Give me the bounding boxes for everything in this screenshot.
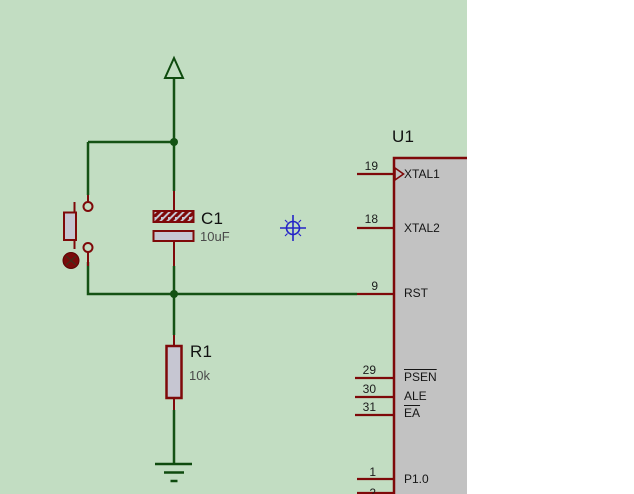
capacitor-ref-label[interactable]: C1 (201, 209, 224, 228)
pin-number-19: 19 (364, 159, 378, 173)
chip-body[interactable] (392, 156, 467, 494)
pin-number-18: 18 (364, 212, 378, 226)
outside-canvas (467, 0, 634, 494)
push-button[interactable] (62, 195, 94, 269)
power-symbol[interactable] (163, 55, 185, 79)
pin-label-psen: PSEN (404, 370, 437, 384)
resistor-ref-label[interactable]: R1 (190, 342, 213, 361)
pin-number-31: 31 (362, 400, 376, 414)
ground-symbol[interactable] (155, 462, 192, 483)
pin-number-1: 1 (369, 465, 376, 479)
junction-dot (170, 290, 178, 298)
crosshair-cursor-icon (280, 215, 306, 241)
junction-dot (170, 138, 178, 146)
input-arrow-icon (394, 166, 405, 182)
resistor-value-label[interactable]: 10k (189, 368, 210, 383)
pin-label-ale: ALE (404, 389, 427, 403)
wire[interactable] (86, 78, 357, 464)
schematic-drawing (62, 55, 467, 494)
pin-label-rst: RST (404, 286, 428, 300)
chip-ref-label[interactable]: U1 (392, 127, 415, 146)
pin-label-p1-0: P1.0 (404, 472, 429, 486)
pin-label-xtal2: XTAL2 (404, 221, 440, 235)
schematic-canvas[interactable]: U1 C1 10uF R1 10k 19 18 9 29 30 31 1 2 X… (0, 0, 467, 494)
pin-number-2: 2 (369, 486, 376, 494)
capacitor-value-label[interactable]: 10uF (200, 229, 230, 244)
pin-label-ea: EA (404, 406, 421, 420)
pin-label-xtal1: XTAL1 (404, 167, 440, 181)
pin-line[interactable] (355, 172, 394, 494)
pin-number-29: 29 (362, 363, 376, 377)
pin-number-9: 9 (371, 279, 378, 293)
capacitor-symbol[interactable] (152, 191, 195, 266)
resistor-symbol[interactable] (165, 335, 183, 410)
pin-number-30: 30 (362, 382, 376, 396)
